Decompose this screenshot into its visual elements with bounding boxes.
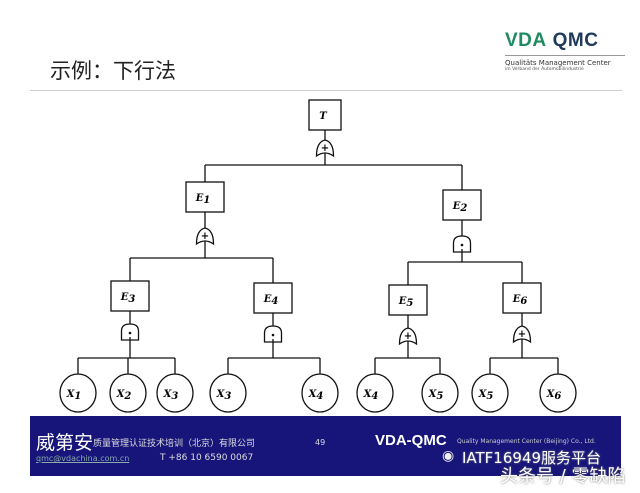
basic-event-label: X3 <box>216 389 232 402</box>
event-box <box>110 280 150 312</box>
and-symbol <box>271 333 275 337</box>
basic-event-label: X5 <box>478 389 494 402</box>
event-label: E6 <box>512 294 528 307</box>
or-symbol: + <box>321 143 329 154</box>
and-symbol <box>460 243 464 247</box>
basic-event-circle <box>421 373 459 413</box>
or-symbol: + <box>201 231 209 242</box>
basic-event-label: X2 <box>116 389 132 402</box>
event-label: E5 <box>398 296 414 309</box>
basic-event-label: X3 <box>163 389 179 402</box>
logo-line3: im Verband der Automobilindustrie <box>505 67 584 72</box>
header-divider <box>30 90 622 91</box>
basic-event-circle <box>109 373 147 413</box>
basic-event-circle <box>539 373 577 413</box>
event-label: E4 <box>263 294 279 307</box>
basic-event-label: X4 <box>308 389 324 402</box>
basic-event-circle <box>59 373 97 413</box>
event-label: T <box>319 111 328 122</box>
footer-company: 威第安 <box>36 432 94 454</box>
logo-line2: Qualitäts Management Center <box>505 55 625 67</box>
wechat-icon: ◉ <box>442 448 455 464</box>
footer-phone: T +86 10 6590 0067 <box>160 453 254 463</box>
footer-brand: VDA-QMC <box>375 432 447 449</box>
basic-event-circle <box>156 373 194 413</box>
basic-event-label: X6 <box>546 389 562 402</box>
basic-event-label: X4 <box>363 389 379 402</box>
page-number: 49 <box>315 438 326 447</box>
basic-event-label: X1 <box>66 389 82 402</box>
event-box <box>442 189 482 221</box>
or-symbol: + <box>518 329 526 340</box>
event-label: E3 <box>120 292 136 305</box>
watermark-line1: IATF16949服务平台 <box>462 449 602 467</box>
event-box <box>185 181 225 213</box>
logo-vda: VDA <box>505 30 547 51</box>
basic-event-circle <box>301 373 339 413</box>
watermark-line2: 头条号 / 零缺陷 <box>500 466 626 487</box>
basic-event-circle <box>356 373 394 413</box>
basic-event-circle <box>471 373 509 413</box>
event-box <box>502 282 542 314</box>
and-symbol <box>128 331 132 335</box>
footer-bar: 威第安 质量管理认证技术培训（北京）有限公司 49 qmc@vdachina.c… <box>30 416 621 476</box>
footer-email-link[interactable]: qmc@vdachina.com.cn <box>36 454 130 463</box>
or-symbol: + <box>404 331 412 342</box>
footer-brand-sub: Quality Management Center (Beijing) Co.,… <box>457 438 596 445</box>
event-box <box>253 282 293 314</box>
event-box <box>388 284 428 316</box>
basic-event-label: X5 <box>428 389 444 402</box>
event-label: E2 <box>452 201 468 214</box>
event-box <box>308 99 342 131</box>
logo-qmc: QMC <box>552 30 599 51</box>
footer-company-sub: 质量管理认证技术培训（北京）有限公司 <box>93 439 256 449</box>
basic-event-circle <box>209 373 247 413</box>
event-label: E1 <box>195 193 211 206</box>
slide-title: 示例：下行法 <box>50 59 176 83</box>
